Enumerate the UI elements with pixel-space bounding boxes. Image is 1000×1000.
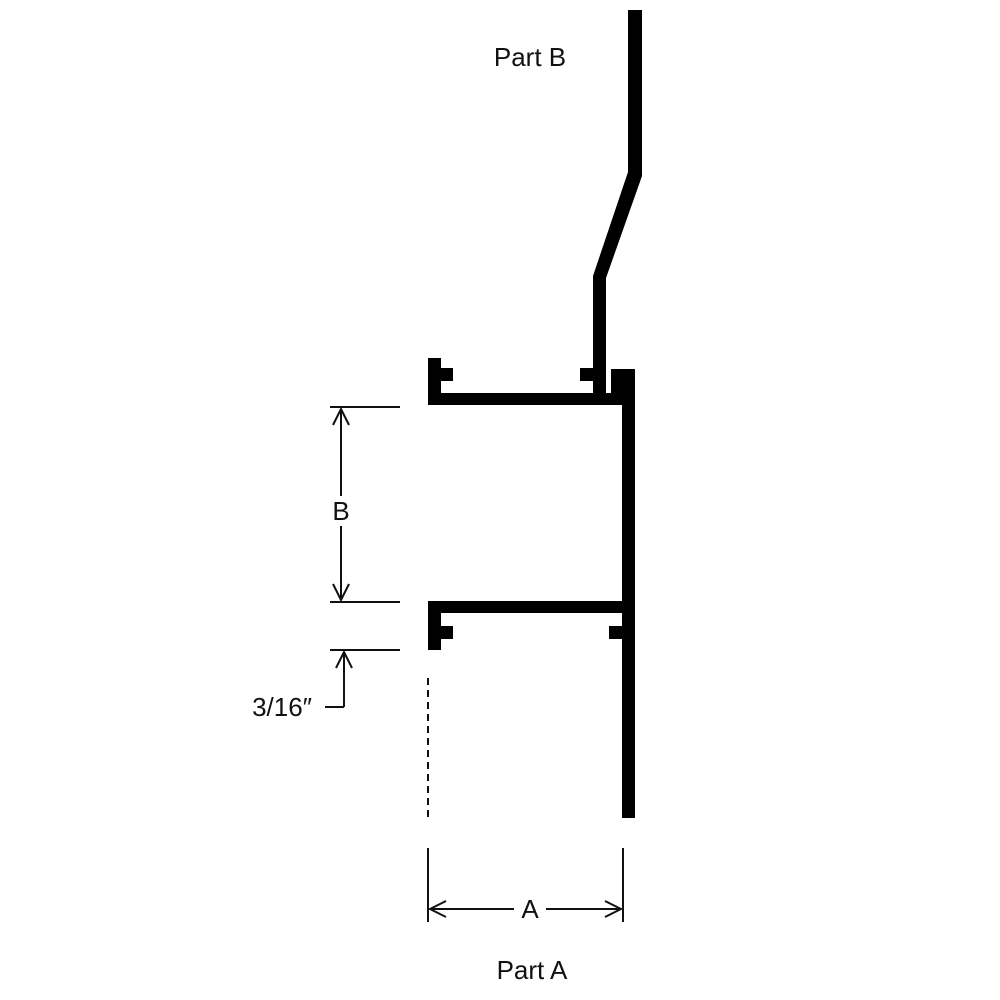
upper-channel-rear-stop [611, 380, 622, 405]
dimension-b-arrow-up [332, 406, 350, 426]
dimension-gap-label: 3/16″ [252, 692, 312, 722]
upper-channel-flange [428, 393, 622, 405]
dimension-b [330, 406, 400, 603]
dimension-b-arrow-down [332, 583, 350, 603]
dimension-b-label: B [332, 496, 349, 526]
upper-channel-rear-tab [580, 368, 600, 381]
dimension-a-label: A [521, 894, 539, 924]
lower-channel-rear-tab [609, 626, 622, 639]
part-a-label: Part A [497, 955, 568, 985]
dimension-gap [325, 649, 400, 708]
part-a-back-wall [622, 369, 635, 818]
lower-channel-front-lip [428, 601, 441, 650]
dimension-a [427, 848, 624, 922]
lower-channel-front-tab [428, 626, 453, 639]
dimension-a-arrow-right [604, 900, 624, 918]
lower-channel-flange [428, 601, 622, 613]
dimension-a-arrow-left [427, 900, 447, 918]
part-b-label: Part B [494, 42, 566, 72]
part-b-blade [593, 10, 642, 395]
upper-channel-front-lip [428, 358, 441, 405]
part-a-profile [428, 358, 635, 818]
upper-channel-front-tab [428, 368, 453, 381]
part-a-top-lip [611, 369, 635, 380]
dimension-gap-arrow [335, 649, 353, 669]
part-b-profile [593, 10, 642, 395]
